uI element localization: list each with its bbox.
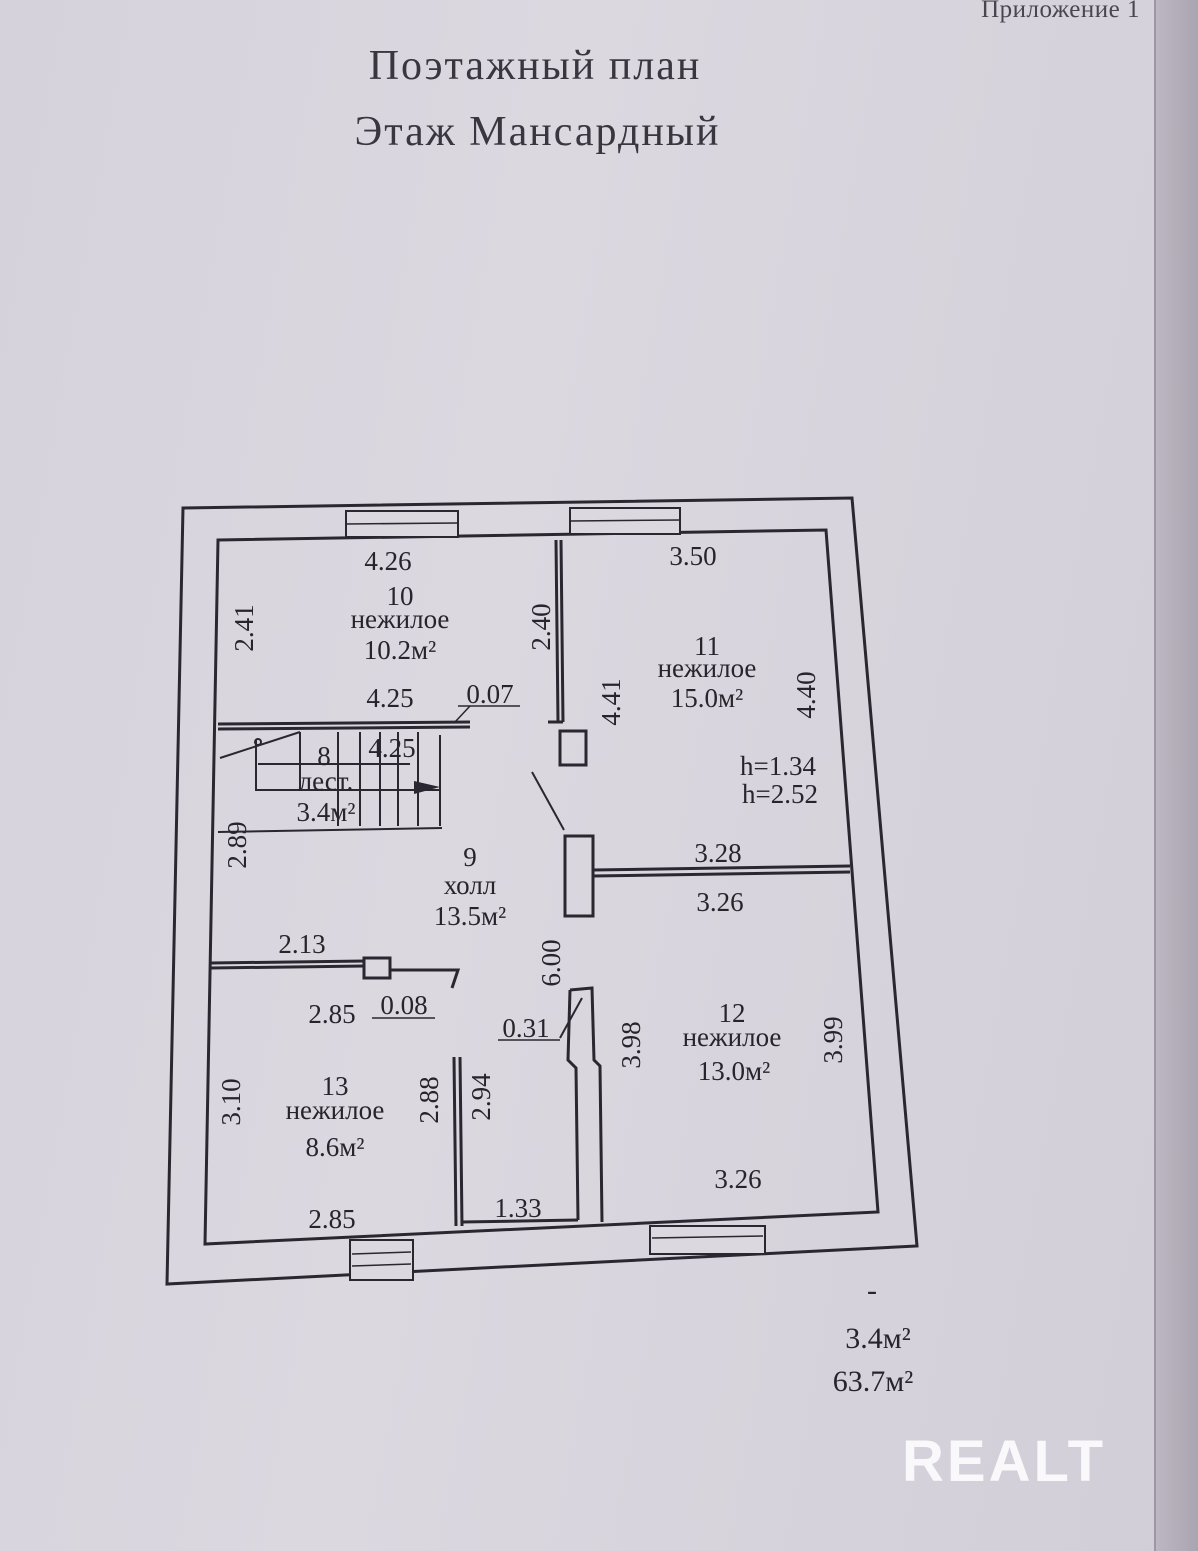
- room-10-number: 10: [387, 581, 414, 611]
- wall-10-11: [554, 539, 560, 723]
- window-bottom-right: [649, 1225, 766, 1255]
- outer-wall-outline: [165, 496, 919, 1286]
- dim-4-25-top: 4.25: [366, 683, 413, 713]
- room-11-area: 15.0м²: [671, 683, 743, 713]
- dim-0-31: 0.31: [502, 1013, 549, 1043]
- dim-0-08: 0.08: [380, 990, 427, 1020]
- room-10-area: 10.2м²: [364, 635, 436, 665]
- dim-4-25-stair: 4.25: [368, 733, 415, 763]
- room-12-type: нежилое: [683, 1022, 782, 1052]
- room-9-type: холл: [444, 870, 497, 900]
- dim-h-1-34: h=1.34: [740, 751, 816, 781]
- wall-hall-12: [569, 986, 604, 1223]
- totals-mark: -: [867, 1274, 877, 1307]
- room-13-area: 8.6м²: [306, 1132, 365, 1162]
- dim-4-40: 4.40: [791, 671, 821, 718]
- dim-2-85-upper: 2.85: [308, 999, 355, 1029]
- window-bottom-left: [349, 1239, 414, 1281]
- dim-3-10: 3.10: [216, 1078, 246, 1125]
- dim-2-40: 2.40: [526, 603, 556, 650]
- stair-area-total: 3.4м²: [845, 1322, 910, 1355]
- staircase: [217, 731, 443, 833]
- realt-watermark-logo: REALT: [902, 1429, 1107, 1494]
- dim-4-41: 4.41: [596, 678, 626, 725]
- room-8-type: лест.: [299, 766, 354, 796]
- dim-3-98: 3.98: [616, 1021, 646, 1068]
- room-10-type: нежилое: [351, 604, 450, 634]
- wall-hall-13: [210, 959, 366, 965]
- room-9-area: 13.5м²: [434, 901, 506, 931]
- floor-subtitle: Этаж Мансардный: [354, 109, 721, 155]
- room-12-number: 12: [719, 998, 746, 1028]
- dim-2-88: 2.88: [414, 1076, 444, 1123]
- dim-6-00: 6.00: [536, 939, 566, 986]
- dim-3-99: 3.99: [818, 1016, 848, 1063]
- dim-3-26-lower: 3.26: [714, 1164, 761, 1194]
- dim-3-26-upper: 3.26: [696, 887, 743, 917]
- dim-2-13: 2.13: [278, 929, 325, 959]
- page-title: Поэтажный план: [368, 43, 702, 89]
- dim-3-28: 3.28: [694, 838, 741, 868]
- room-8-number: 8: [317, 741, 331, 771]
- room-12-area: 13.0м²: [698, 1056, 770, 1086]
- dim-2-85-lower: 2.85: [308, 1204, 355, 1234]
- room-9-number: 9: [463, 842, 477, 872]
- total-area: 63.7м²: [833, 1365, 913, 1398]
- dim-2-94: 2.94: [466, 1073, 496, 1121]
- dim-3-50: 3.50: [669, 541, 716, 571]
- wall-13-inner: [452, 1056, 458, 1227]
- page-edge: [1154, 0, 1198, 1551]
- wall-10-stair: [217, 720, 471, 726]
- dim-h-2-52: h=2.52: [742, 779, 818, 809]
- room-13-number: 13: [322, 1071, 349, 1101]
- room-11-number: 11: [694, 631, 720, 661]
- chimney-upper: [558, 729, 588, 767]
- dim-0-07: 0.07: [466, 679, 513, 709]
- dim-2-41: 2.41: [229, 604, 259, 651]
- appendix-label: Приложение 1: [981, 0, 1140, 23]
- room-8-area: 3.4м²: [297, 797, 356, 827]
- room-13-type: нежилое: [286, 1095, 385, 1125]
- dim-1-33: 1.33: [494, 1193, 541, 1223]
- chimney-middle: [563, 834, 595, 918]
- dim-4-26: 4.26: [364, 546, 411, 576]
- dim-2-89: 2.89: [222, 821, 252, 868]
- wall-11-12: [592, 864, 851, 872]
- room-11-type: нежилое: [658, 653, 757, 683]
